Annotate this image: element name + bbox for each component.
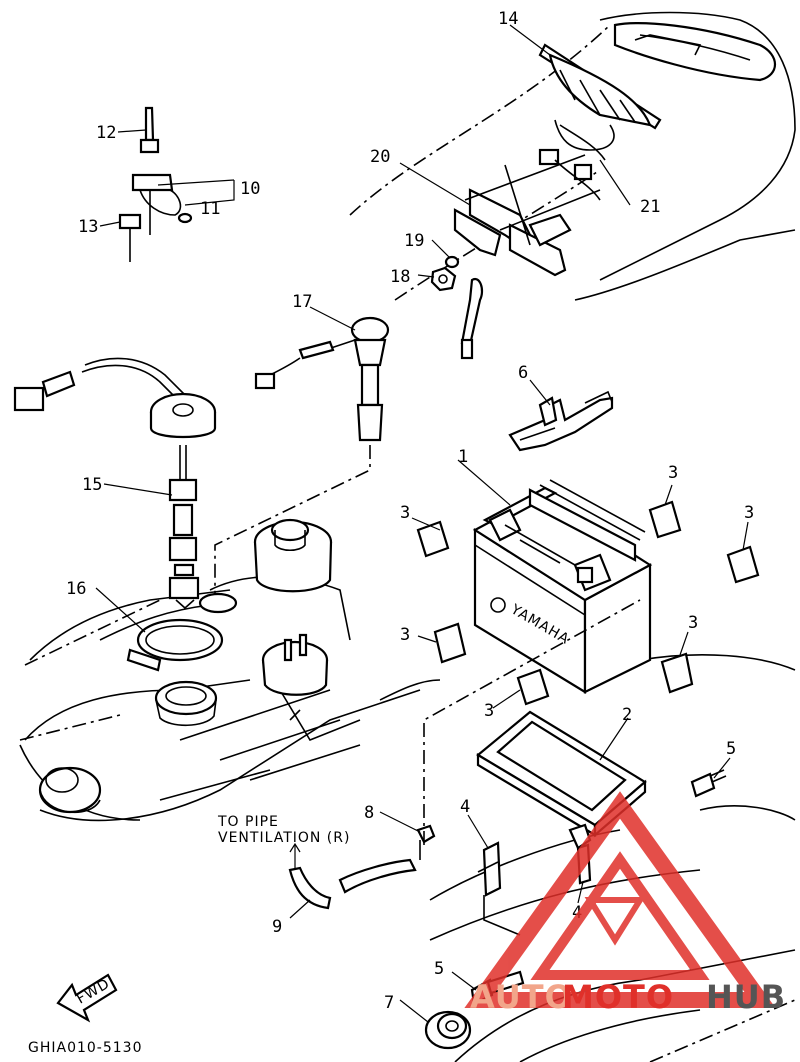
washer-19 bbox=[444, 255, 460, 269]
sender-12-13 bbox=[118, 106, 193, 262]
callout-14: 14 bbox=[498, 9, 518, 29]
fuel-sender-15 bbox=[13, 357, 217, 610]
callout-17: 17 bbox=[292, 292, 312, 312]
callout-10: 10 bbox=[240, 179, 260, 199]
callout-7: 7 bbox=[384, 993, 394, 1013]
watermark-part2: MOTO bbox=[562, 978, 674, 1016]
callout-1: 1 bbox=[458, 447, 468, 467]
leader-lines bbox=[95, 24, 749, 1023]
watermark-text: AUTO MOTO HUB bbox=[470, 978, 786, 1016]
vent-annotation: TO PIPE VENTILATION (R) bbox=[217, 814, 350, 846]
callout-11: 11 bbox=[200, 199, 220, 219]
battery-1: YAMAHA bbox=[472, 479, 653, 694]
callout-3e: 3 bbox=[688, 613, 698, 633]
callout-5a: 5 bbox=[726, 739, 736, 759]
sensor-17 bbox=[214, 316, 390, 605]
hose-clamp-16 bbox=[126, 618, 224, 727]
callout-9: 9 bbox=[272, 917, 282, 937]
fuel-cap bbox=[253, 518, 333, 593]
callout-3a: 3 bbox=[400, 503, 410, 523]
callout-6: 6 bbox=[518, 363, 528, 383]
fwd-arrow-icon: FWD bbox=[56, 973, 118, 1023]
watermark-part3: HUB bbox=[706, 978, 786, 1016]
callout-15: 15 bbox=[82, 475, 102, 495]
watermark-logo bbox=[464, 791, 776, 1008]
hose-9 bbox=[288, 599, 641, 910]
callout-19: 19 bbox=[404, 231, 424, 251]
bracket-20 bbox=[453, 154, 601, 360]
fuel-cock bbox=[261, 633, 329, 696]
grommet-7 bbox=[424, 1010, 472, 1050]
nut-18 bbox=[430, 266, 457, 292]
frame-outlines bbox=[19, 11, 796, 1062]
callout-18: 18 bbox=[390, 267, 410, 287]
callouts: 1 2 3 3 3 3 3 3 4 4 5 5 6 7 8 9 10 11 12… bbox=[66, 9, 754, 1013]
bolt-5-upper bbox=[690, 769, 727, 798]
callout-12: 12 bbox=[96, 123, 116, 143]
annotation-line1: TO PIPE bbox=[217, 814, 279, 830]
callout-8: 8 bbox=[364, 803, 374, 823]
clip-8 bbox=[416, 824, 436, 844]
callout-3f: 3 bbox=[484, 701, 494, 721]
callout-4a: 4 bbox=[460, 797, 470, 817]
callout-5b: 5 bbox=[434, 959, 444, 979]
holder-6 bbox=[508, 390, 614, 452]
callout-16: 16 bbox=[66, 579, 86, 599]
callout-2: 2 bbox=[622, 705, 632, 725]
callout-21: 21 bbox=[640, 197, 660, 217]
callout-20: 20 bbox=[370, 147, 390, 167]
gauge-assembly bbox=[538, 22, 777, 201]
annotation-line2: VENTILATION (R) bbox=[218, 830, 350, 846]
filler-neck bbox=[38, 766, 102, 814]
watermark-part1: AUTO bbox=[470, 978, 573, 1016]
watermark-triangle-icon bbox=[464, 791, 776, 1008]
callout-3b: 3 bbox=[668, 463, 678, 483]
oring bbox=[198, 592, 238, 614]
callout-13: 13 bbox=[78, 217, 98, 237]
battery-pads-3 bbox=[416, 500, 760, 706]
callout-3c: 3 bbox=[744, 503, 754, 523]
diagram-code: GHIA010-5130 bbox=[28, 1040, 142, 1056]
callout-3d: 3 bbox=[400, 625, 410, 645]
